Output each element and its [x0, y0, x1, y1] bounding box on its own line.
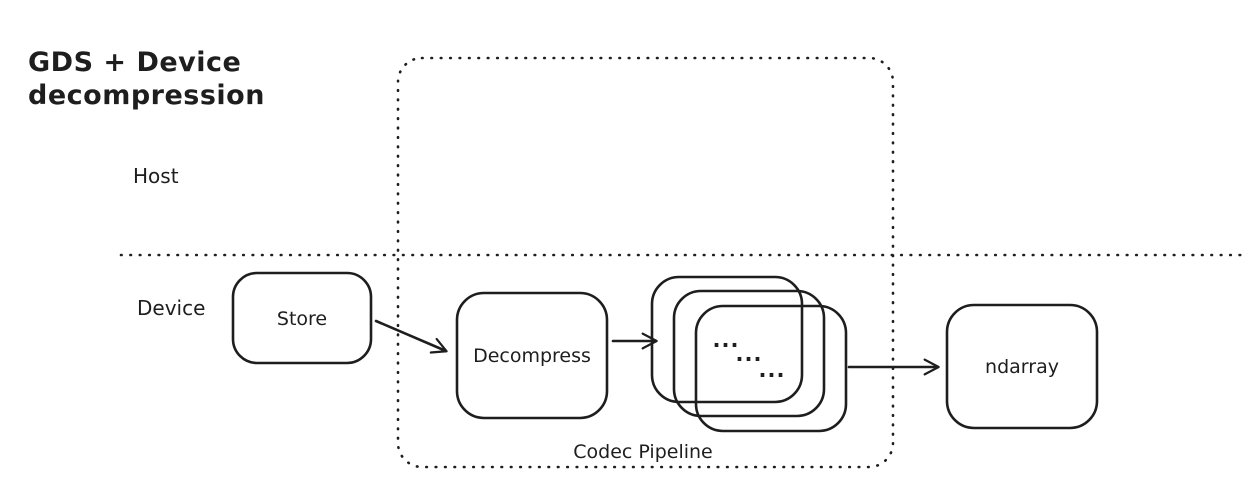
codec-stack-dots-2: ...: [736, 342, 763, 366]
codec-stack-dots-3: ...: [759, 358, 786, 382]
store-node-box: [231, 271, 373, 365]
ndarray-node: ndarray: [945, 303, 1099, 430]
diagram-title-line1: GDS + Device: [28, 47, 241, 78]
codec-stack-back-box: [650, 275, 804, 404]
ndarray-node-label: ndarray: [985, 356, 1059, 378]
codec-stack-front-box: [694, 304, 848, 433]
store-node-label: Store: [277, 308, 327, 330]
store-node: Store: [231, 271, 373, 365]
codec-stack-middle-box: [672, 289, 826, 418]
host-zone-label: Host: [133, 164, 179, 188]
decompress-node: Decompress: [455, 291, 609, 420]
codec-stack-dots-1: ...: [713, 328, 740, 352]
ndarray-node-box: [945, 303, 1099, 430]
diagram-title-line2: decompression: [28, 80, 265, 111]
device-zone-label: Device: [137, 296, 205, 320]
codec-stack: ... ... ...: [650, 275, 848, 433]
arrow-store-to-decompress: [374, 319, 448, 354]
codec-pipeline-label: Codec Pipeline: [573, 441, 713, 463]
decompress-node-label: Decompress: [473, 345, 591, 367]
decompress-node-box: [455, 291, 609, 420]
